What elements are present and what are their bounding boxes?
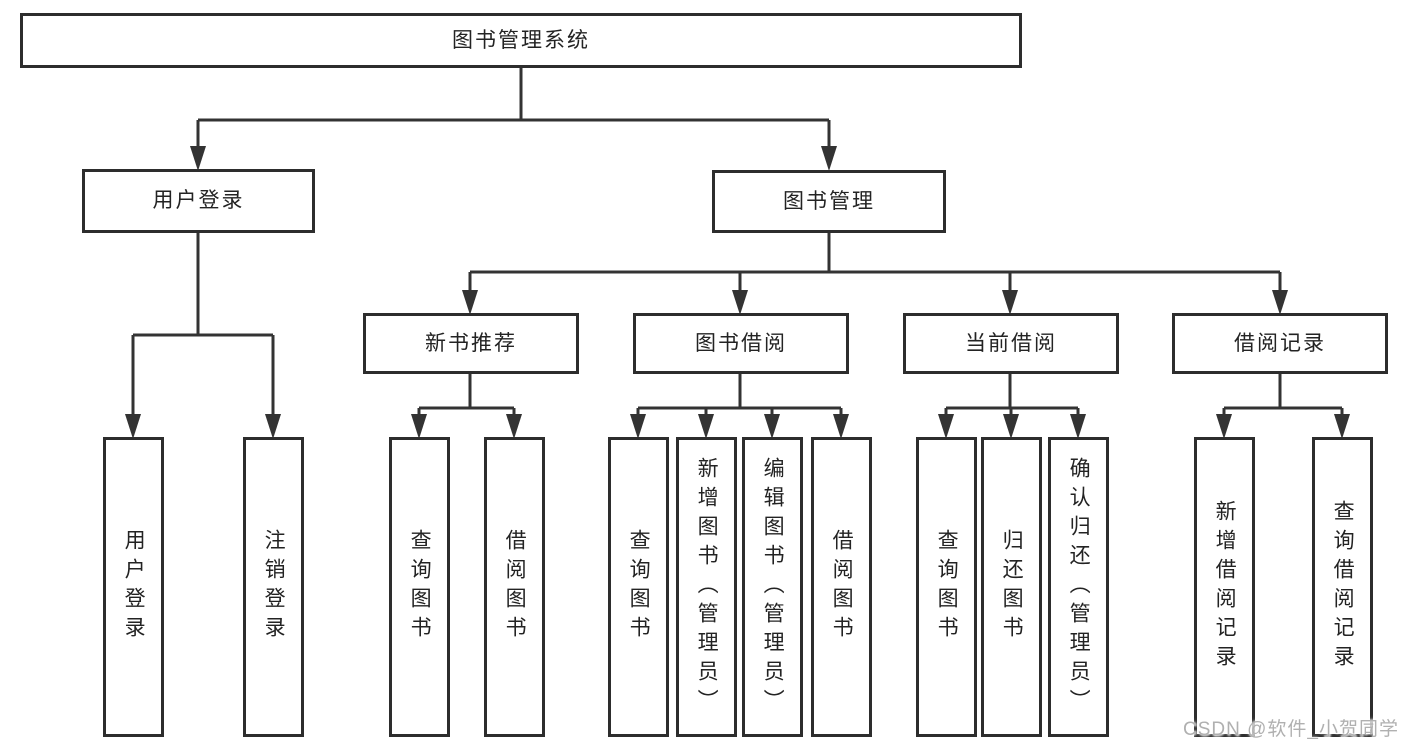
node-query-books-current: 查询图书 <box>916 437 977 737</box>
csdn-watermark: CSDN @软件_小贺同学 <box>1183 719 1399 740</box>
node-add-books-admin: 新增图书（管理员） <box>676 437 737 737</box>
node-confirm-return-admin: 确认归还（管理员） <box>1048 437 1109 737</box>
node-book-management: 图书管理 <box>712 170 946 233</box>
node-query-borrow-record: 查询借阅记录 <box>1312 437 1373 737</box>
node-new-book-recommendation: 新书推荐 <box>363 313 579 374</box>
node-logout: 注销登录 <box>243 437 304 737</box>
node-user-login-leaf: 用户登录 <box>103 437 164 737</box>
node-add-borrow-record: 新增借阅记录 <box>1194 437 1255 737</box>
node-edit-books-admin: 编辑图书（管理员） <box>742 437 803 737</box>
node-borrow-books: 借阅图书 <box>811 437 872 737</box>
node-query-books-borrow: 查询图书 <box>608 437 669 737</box>
node-current-borrowing: 当前借阅 <box>903 313 1119 374</box>
node-book-borrowing: 图书借阅 <box>633 313 849 374</box>
node-borrow-books-rec: 借阅图书 <box>484 437 545 737</box>
node-return-books: 归还图书 <box>981 437 1042 737</box>
node-query-books-rec: 查询图书 <box>389 437 450 737</box>
node-library-management-system: 图书管理系统 <box>20 13 1022 68</box>
node-user-login: 用户登录 <box>82 169 315 233</box>
node-borrowing-records: 借阅记录 <box>1172 313 1388 374</box>
